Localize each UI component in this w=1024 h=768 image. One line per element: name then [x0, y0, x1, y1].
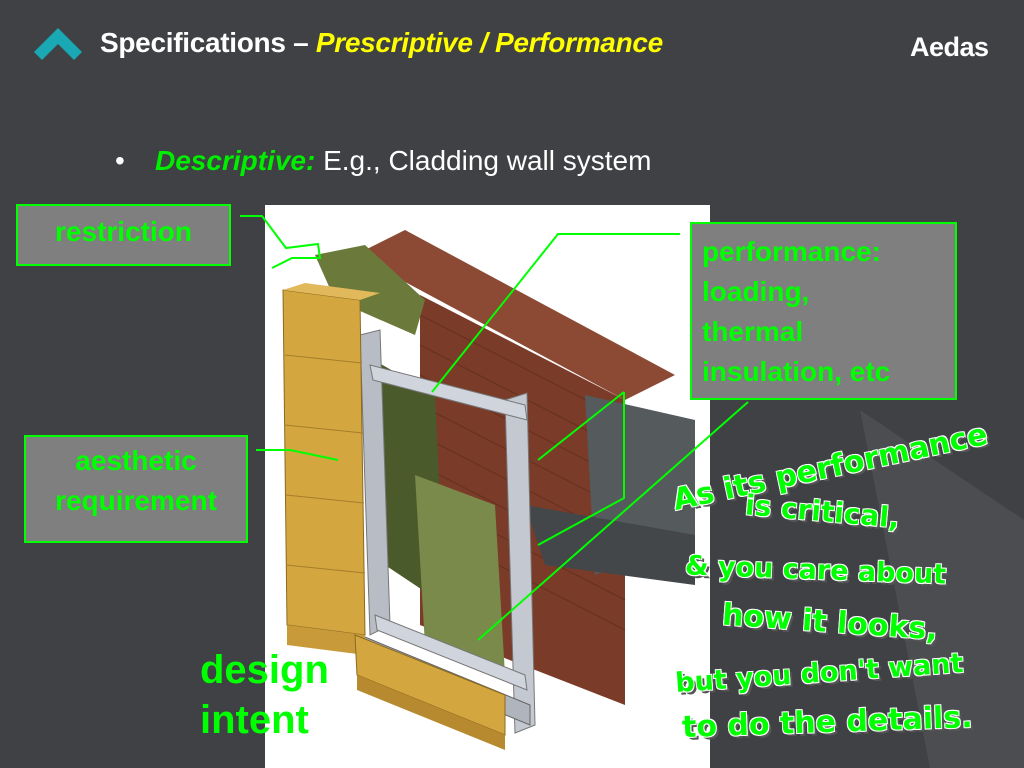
design-intent-line-2: intent	[200, 698, 309, 742]
aesthetic-requirement-label: aesthetic requirement	[24, 435, 248, 543]
bullet-item: • Descriptive: E.g., Cladding wall system	[115, 145, 651, 177]
brand-logo-text: Aedas	[910, 32, 989, 62]
performance-line-3: thermal	[702, 316, 804, 347]
performance-line-4: insulation, etc	[702, 356, 891, 387]
title-highlight: Prescriptive / Performance	[315, 27, 663, 58]
performance-line-2: loading,	[702, 276, 810, 307]
performance-label: performance: loading, thermal insulation…	[690, 222, 957, 400]
wordart-line-3: & you care about	[684, 550, 947, 591]
bullet-text: E.g., Cladding wall system	[315, 145, 652, 176]
design-intent-label: design intent	[200, 645, 329, 745]
bullet-term: Descriptive:	[155, 145, 316, 176]
title-prefix: Specifications –	[100, 27, 316, 58]
bullet-dot-icon: •	[115, 145, 125, 176]
wordart-line-5: but you don't want	[674, 647, 965, 700]
performance-line-1: performance:	[702, 236, 881, 267]
cladding-wall-illustration	[265, 205, 710, 768]
aesthetic-line-1: aesthetic	[75, 445, 197, 476]
design-intent-line-1: design	[200, 648, 329, 692]
aesthetic-line-2: requirement	[55, 485, 217, 516]
restriction-label: restriction	[16, 204, 231, 266]
wordart-line-4: how it looks,	[721, 597, 939, 648]
page-title: Specifications – Prescriptive / Performa…	[100, 27, 663, 59]
wordart-line-2: is critical,	[743, 488, 901, 535]
wordart-annotation: As its performance is critical, & you ca…	[650, 417, 1020, 765]
logo-icon	[34, 28, 82, 60]
wordart-line-6: to do the details.	[681, 699, 974, 746]
